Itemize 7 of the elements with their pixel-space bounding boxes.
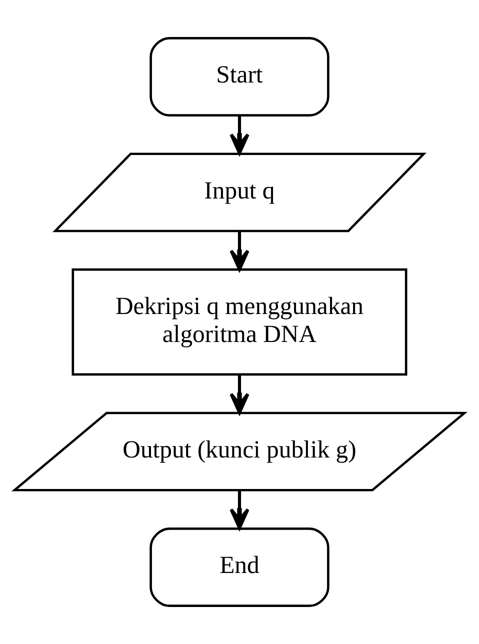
arrow: [230, 374, 250, 414]
arrow: [230, 490, 250, 530]
arrow: [230, 116, 250, 155]
node-box: Dekripsi q menggunakan algoritma DNA: [72, 268, 408, 376]
arrow: [230, 231, 250, 271]
node-box: Start: [150, 37, 330, 116]
node-box: End: [150, 528, 330, 607]
